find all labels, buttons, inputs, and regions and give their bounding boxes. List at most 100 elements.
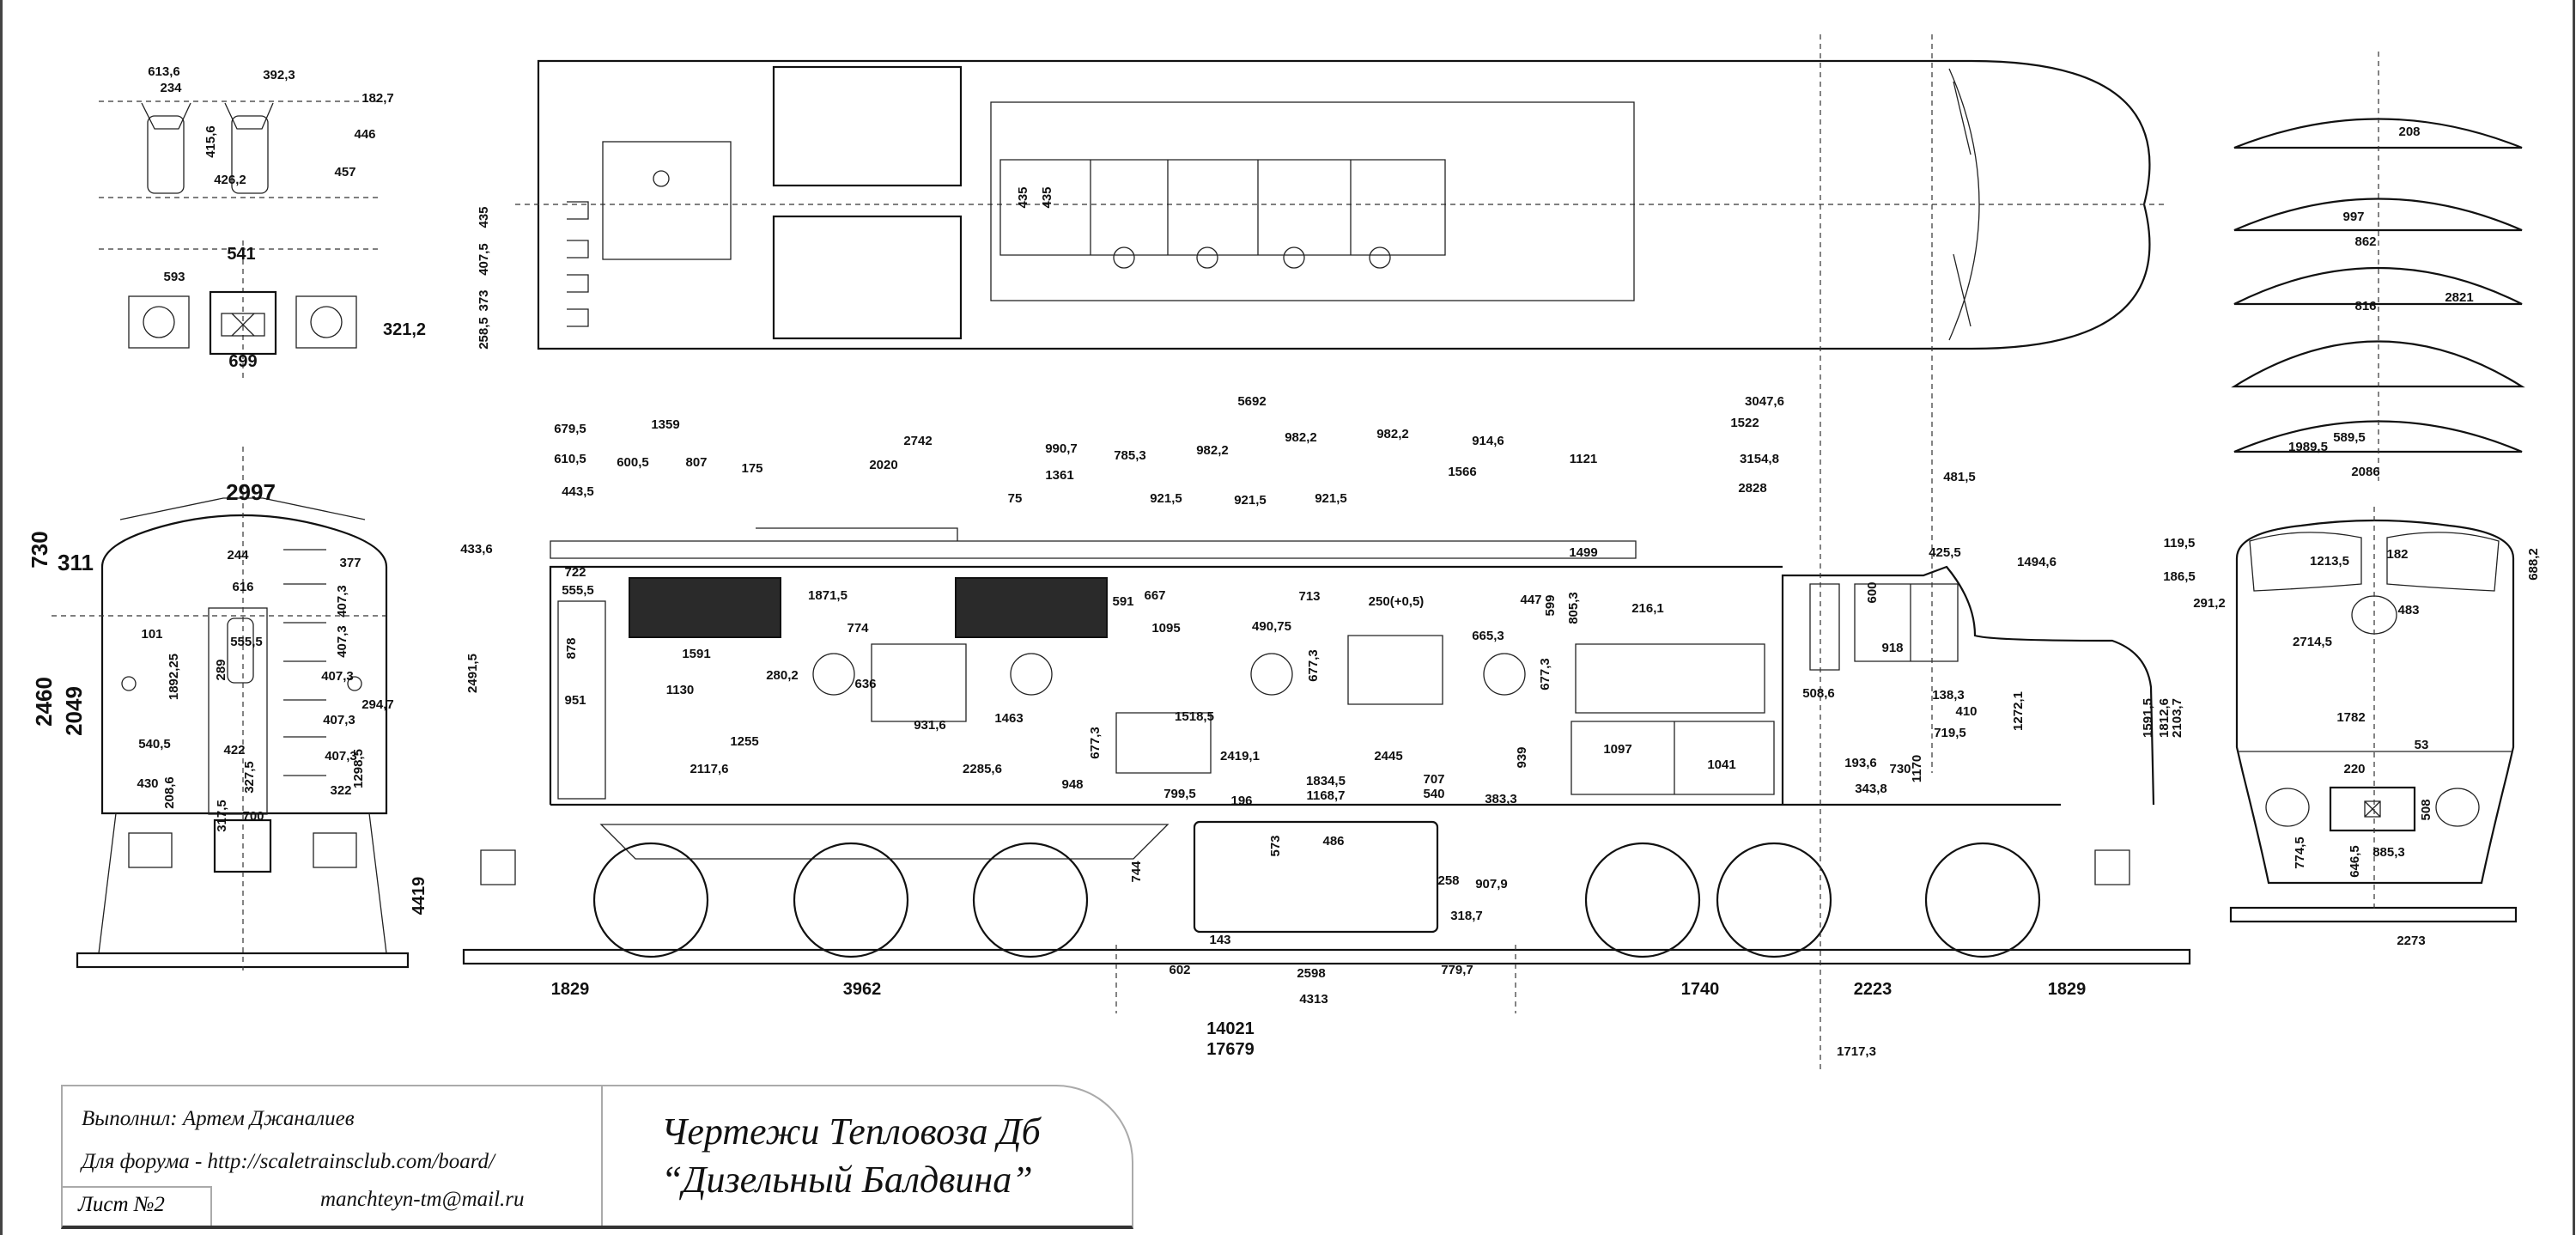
side-view-dimension-label: 175 xyxy=(741,461,762,476)
side-view-dimension-label: 707 xyxy=(1423,772,1444,787)
plan-view-dimension-label: 435 xyxy=(1040,186,1054,208)
side-view-dimension-label: 2020 xyxy=(869,458,897,472)
seat-view-dimension-label: 426,2 xyxy=(214,173,246,187)
side-view-dimension-label: 1361 xyxy=(1045,468,1073,483)
plan-view-dimension-label: 435 xyxy=(477,206,491,228)
side-view-dimension-label: 722 xyxy=(564,565,586,580)
side-view-dimension-label: 1829 xyxy=(551,980,590,999)
front-view-dimension-label: 377 xyxy=(339,556,361,570)
roof-profiles-dimension-label: 2086 xyxy=(2351,465,2379,479)
rear-end-view xyxy=(2229,507,2518,923)
front-view-dimension-label: 244 xyxy=(227,548,249,563)
side-view-dimension-label: 730 xyxy=(1889,762,1911,776)
side-view-dimension-label: 713 xyxy=(1298,589,1320,604)
side-view-dimension-label: 744 xyxy=(1129,861,1144,883)
seat-view-dimension-label: 457 xyxy=(334,165,355,179)
side-view-dimension-label: 1499 xyxy=(1569,545,1597,560)
right-page-border xyxy=(2573,0,2575,1235)
front-view-dimension-label: 322 xyxy=(330,783,351,798)
side-view-dimension-label: 2103,7 xyxy=(2170,698,2184,738)
seat-view xyxy=(99,100,378,198)
seat-view-dimension-label: 446 xyxy=(354,127,375,142)
side-view-dimension-label: 990,7 xyxy=(1045,441,1078,456)
side-view-dimension-label: 600 xyxy=(1865,581,1880,603)
side-view-dimension-label: 921,5 xyxy=(1315,491,1347,506)
front-view-dimension-label: 730 xyxy=(27,531,52,568)
side-view-dimension-label: 982,2 xyxy=(1196,443,1229,458)
plan-view-dimension-label: 373 xyxy=(477,289,491,311)
seat-view-dimension-label: 613,6 xyxy=(148,64,180,79)
side-view-dimension-label: 677,3 xyxy=(1538,658,1552,691)
side-view-dimension-label: 948 xyxy=(1061,777,1083,792)
side-view-dimension-label: 807 xyxy=(685,455,707,470)
side-view-dimension-label: 343,8 xyxy=(1855,782,1887,796)
sheet-number: Лист №2 xyxy=(78,1193,165,1216)
side-view-dimension-label: 610,5 xyxy=(554,452,586,466)
side-view-dimension-label: 982,2 xyxy=(1376,427,1409,441)
side-view-dimension-label: 1522 xyxy=(1730,416,1759,430)
front-view-dimension-label: 407,3 xyxy=(335,585,349,618)
side-view-dimension-label: 555,5 xyxy=(562,583,594,598)
rear-view-dimension-label: 220 xyxy=(2343,762,2365,776)
roof-profiles-dimension-label: 862 xyxy=(2354,234,2376,249)
side-view-dimension-label: 1717,3 xyxy=(1837,1044,1876,1059)
side-view-dimension-label: 1829 xyxy=(2048,980,2087,999)
side-view-dimension-label: 573 xyxy=(1268,835,1283,856)
roof-profiles-dimension-label: 997 xyxy=(2342,210,2364,224)
side-view-dimension-label: 447 xyxy=(1520,593,1541,607)
front-end-view xyxy=(52,447,410,970)
side-view-dimension-label: 591 xyxy=(1112,594,1133,609)
side-view-dimension-label: 805,3 xyxy=(1566,592,1581,624)
side-view-dimension-label: 1359 xyxy=(651,417,679,432)
side-view-dimension-label: 1463 xyxy=(994,711,1023,726)
side-view xyxy=(462,34,2191,1074)
side-view-dimension-label: 5692 xyxy=(1237,394,1266,409)
side-view-dimension-label: 3047,6 xyxy=(1745,394,1784,409)
side-view-dimension-label: 3962 xyxy=(843,980,882,999)
front-view-dimension-label: 407,3 xyxy=(321,669,354,684)
rear-view-dimension-label: 2714,5 xyxy=(2293,635,2332,649)
rear-view-dimension-label: 2273 xyxy=(2397,934,2425,948)
side-view-dimension-label: 667 xyxy=(1144,588,1165,603)
seat-view-dimension-label: 415,6 xyxy=(204,125,218,158)
side-view-dimension-label: 425,5 xyxy=(1929,545,1961,560)
front-view-dimension-label: 2997 xyxy=(226,479,276,505)
side-view-dimension-label: 931,6 xyxy=(914,718,946,733)
side-view-dimension-label: 1834,5 xyxy=(1306,774,1346,788)
front-view-dimension-label: 327,5 xyxy=(242,761,257,794)
rear-view-dimension-label: 483 xyxy=(2397,603,2419,618)
side-view-dimension-label: 599 xyxy=(1543,594,1558,616)
roof-profiles-dimension-label: 208 xyxy=(2398,125,2420,139)
side-view-dimension-label: 410 xyxy=(1955,704,1977,719)
side-view-dimension-label: 14021 xyxy=(1206,1019,1255,1038)
side-view-dimension-label: 665,3 xyxy=(1472,629,1504,643)
side-view-dimension-label: 1121 xyxy=(1570,452,1598,466)
side-view-dimension-label: 250(+0,5) xyxy=(1369,594,1425,609)
rear-view-dimension-label: 774,5 xyxy=(2293,837,2307,869)
author-panel: Выполнил: Артем Джаналиев Для форума - h… xyxy=(63,1086,603,1226)
side-view-dimension-label: 138,3 xyxy=(1932,688,1965,703)
side-view-dimension-label: 921,5 xyxy=(1234,493,1267,508)
coupler-view-dimension-label: 321,2 xyxy=(383,320,426,339)
side-view-dimension-label: 490,75 xyxy=(1252,619,1291,634)
side-view-dimension-label: 508,6 xyxy=(1802,686,1835,701)
side-view-dimension-label: 1095 xyxy=(1151,621,1180,636)
seat-view-dimension-label: 234 xyxy=(160,81,182,95)
side-view-dimension-label: 600,5 xyxy=(617,455,649,470)
front-view-dimension-label: 2049 xyxy=(61,686,87,736)
seat-view-dimension-label: 392,3 xyxy=(263,68,295,82)
dimension-labels: 613,6234392,3182,7446415,6457426,2541593… xyxy=(27,64,2541,1059)
side-view-dimension-label: 1130 xyxy=(666,683,695,697)
side-view-dimension-label: 907,9 xyxy=(1475,877,1508,891)
side-view-dimension-label: 481,5 xyxy=(1943,470,1976,484)
side-view-dimension-label: 1170 xyxy=(1910,755,1924,783)
plan-view-dimension-label: 407,5 xyxy=(477,243,491,276)
side-view-dimension-label: 143 xyxy=(1209,933,1230,947)
side-view-dimension-label: 1097 xyxy=(1603,742,1631,757)
side-view-dimension-label: 1518,5 xyxy=(1175,709,1214,724)
side-view-dimension-label: 2223 xyxy=(1854,980,1893,999)
side-view-dimension-label: 774 xyxy=(847,621,869,636)
front-view-dimension-label: 1298,5 xyxy=(351,749,366,788)
front-view-dimension-label: 407,3 xyxy=(323,713,355,727)
